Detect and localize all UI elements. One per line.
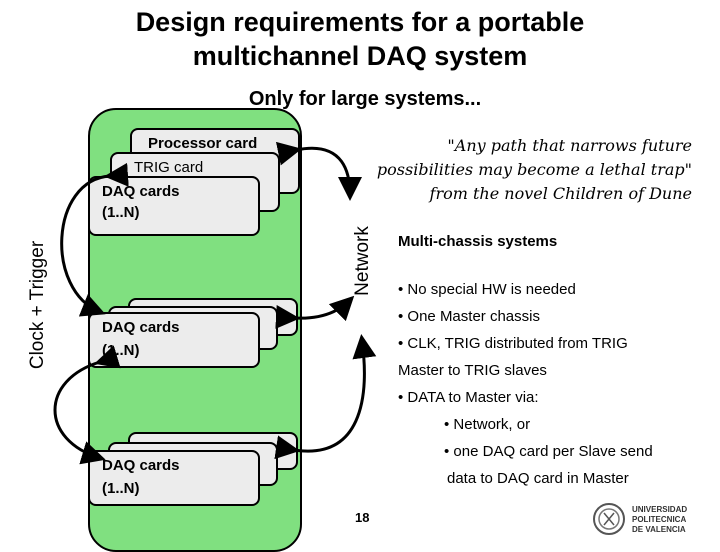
page-number: 18	[355, 510, 370, 525]
slide-title-line-2: multichannel DAQ system	[192, 41, 528, 71]
bullet-heading: Multi-chassis systems	[398, 233, 558, 250]
slide-subtitle: Only for large systems...	[248, 88, 482, 110]
network-arrow-top	[275, 141, 362, 201]
university-seal-icon	[593, 503, 625, 535]
bullet-sub-item: • Network, or	[444, 416, 531, 433]
logo-line-2: POLITECNICA	[632, 515, 687, 524]
processor-card-label: Processor card	[148, 135, 258, 152]
quote-line-1: "Any path that narrows future	[447, 136, 692, 155]
bullet-item: Master to TRIG slaves	[398, 362, 547, 379]
slide-title-line-1: Design requirements for a portable	[135, 7, 585, 37]
quote-line-2: possibilities may become a lethal trap"	[376, 160, 692, 179]
university-logo: UNIVERSIDAD POLITECNICA DE VALENCIA	[592, 500, 717, 538]
bullet-list: Multi-chassis systems • No special HW is…	[398, 228, 708, 492]
logo-line-3: DE VALENCIA	[632, 525, 686, 534]
clock-trigger-label: Clock + Trigger	[27, 240, 48, 370]
network-arrow-middle	[275, 295, 355, 329]
bullet-item: • DATA to Master via:	[398, 389, 539, 406]
network-label: Network	[352, 226, 373, 296]
bullet-sub-item: • one DAQ card per Slave send	[444, 443, 653, 460]
daq-cards-bottom-label: DAQ cards	[102, 457, 180, 474]
daq-cards-bottom-range: (1..N)	[102, 480, 140, 497]
network-arrow-bottom	[274, 334, 377, 460]
bullet-item: • One Master chassis	[398, 308, 540, 325]
daq-cards-middle-label: DAQ cards	[102, 319, 180, 336]
clock-arrow-bottom	[53, 345, 121, 465]
connection-arrows	[53, 141, 377, 465]
logo-line-1: UNIVERSIDAD	[632, 505, 688, 514]
bullet-item: • CLK, TRIG distributed from TRIG	[398, 335, 628, 352]
bullet-item: • No special HW is needed	[398, 281, 576, 298]
quote-line-3: from the novel Children of Dune	[429, 184, 692, 203]
clock-arrow-top	[60, 162, 129, 317]
bullet-sub-item: data to DAQ card in Master	[447, 470, 629, 487]
trig-card-label: TRIG card	[134, 159, 204, 176]
